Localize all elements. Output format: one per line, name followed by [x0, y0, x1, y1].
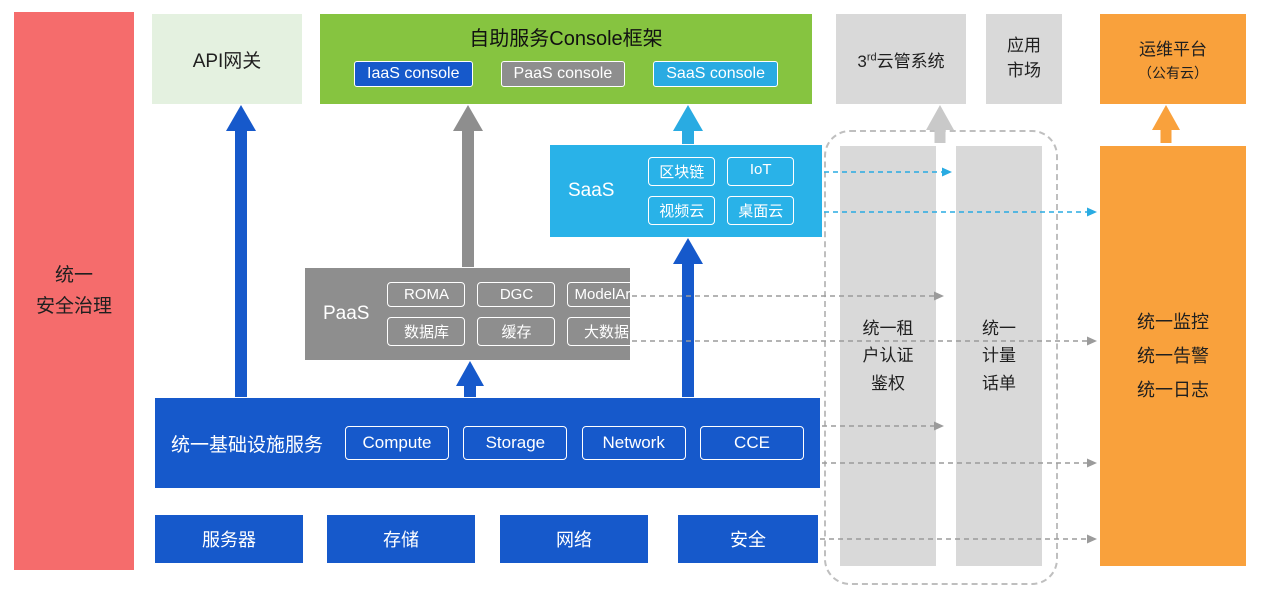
- paas-badge-database: 数据库: [387, 317, 466, 346]
- api-gateway-box: API网关: [152, 14, 302, 104]
- console-frame-title: 自助服务Console框架: [469, 28, 663, 50]
- saas-badge-video-cloud: 视频云: [648, 196, 716, 225]
- third-party-cloud-mgmt-box: 3rd云管系统: [836, 14, 966, 104]
- saas-badge-blockchain: 区块链: [648, 157, 716, 186]
- infra-badge-cce: CCE: [700, 426, 804, 460]
- monitor-alarm-log-bar: 统一监控 统一告警 统一日志: [1100, 146, 1246, 566]
- saas-box: SaaS 区块链 IoT 视频云 桌面云: [550, 145, 822, 237]
- tenant-auth-label: 统一租 户认证 鉴权: [862, 319, 914, 393]
- infra-badge-storage: Storage: [463, 426, 568, 460]
- infra-badge-network: Network: [581, 426, 686, 460]
- console-frame-box: 自助服务Console框架 IaaS console PaaS console …: [320, 14, 812, 104]
- paas-badge-modelarts: ModelArts: [567, 282, 646, 307]
- metering-billing-bar: 统一 计量 话单: [956, 146, 1042, 566]
- ops-platform-title: 运维平台: [1139, 40, 1207, 59]
- ops-platform-subtitle: （公有云）: [1138, 65, 1208, 81]
- paas-label: PaaS: [323, 303, 370, 324]
- paas-box: PaaS ROMA DGC ModelArts 数据库 缓存 大数据: [305, 268, 646, 360]
- api-gateway-label: API网关: [192, 50, 262, 72]
- tenant-auth-bar: 统一租 户认证 鉴权: [840, 146, 936, 566]
- storage-box: 存储: [327, 515, 475, 563]
- infrastructure-badges: Compute Storage Network CCE: [345, 426, 804, 460]
- saas-badge-iot: IoT: [727, 157, 795, 186]
- monitor-alarm-log-label: 统一监控 统一告警 统一日志: [1137, 311, 1209, 401]
- security-box: 安全: [678, 515, 818, 563]
- third-party-label: 3rd云管系统: [857, 50, 945, 71]
- paas-badge-bigdata: 大数据: [567, 317, 646, 346]
- storage-label: 存储: [383, 530, 419, 550]
- arrow-infra-to-saas: [673, 238, 703, 397]
- network-box: 网络: [500, 515, 648, 563]
- arrow-paas-to-console: [453, 105, 483, 267]
- server-label: 服务器: [202, 530, 256, 550]
- paas-badge-cache: 缓存: [477, 317, 556, 346]
- infrastructure-box: 统一基础设施服务 Compute Storage Network CCE: [155, 398, 820, 488]
- arrow-infra-to-api-gateway: [226, 105, 256, 397]
- saas-badge-desktop-cloud: 桌面云: [727, 196, 795, 225]
- app-market-label: 应用 市场: [1007, 36, 1041, 80]
- ops-platform-box: 运维平台 （公有云）: [1100, 14, 1246, 104]
- network-label: 网络: [556, 530, 592, 550]
- arrow-monitor-to-ops-platform: [1152, 105, 1180, 143]
- metering-billing-label: 统一 计量 话单: [982, 319, 1016, 393]
- paas-badges: ROMA DGC ModelArts 数据库 缓存 大数据: [387, 282, 646, 346]
- console-badges: IaaS console PaaS console SaaS console: [354, 61, 778, 87]
- infra-badge-compute: Compute: [345, 426, 450, 460]
- security-label: 安全: [730, 530, 766, 550]
- saas-badges: 区块链 IoT 视频云 桌面云: [632, 157, 810, 225]
- app-market-box: 应用 市场: [986, 14, 1062, 104]
- arrow-infra-to-paas: [456, 361, 484, 397]
- saas-label: SaaS: [568, 180, 615, 201]
- paas-badge-dgc: DGC: [477, 282, 556, 307]
- iaas-console-badge: IaaS console: [354, 61, 473, 87]
- security-governance-bar: 统一 安全治理: [14, 12, 134, 570]
- paas-console-badge: PaaS console: [500, 61, 626, 87]
- server-box: 服务器: [155, 515, 303, 563]
- security-governance-label: 统一 安全治理: [35, 264, 112, 317]
- infrastructure-label: 统一基础设施服务: [171, 434, 324, 456]
- arrow-saas-to-console: [673, 105, 703, 144]
- paas-badge-roma: ROMA: [387, 282, 466, 307]
- saas-console-badge: SaaS console: [653, 61, 778, 87]
